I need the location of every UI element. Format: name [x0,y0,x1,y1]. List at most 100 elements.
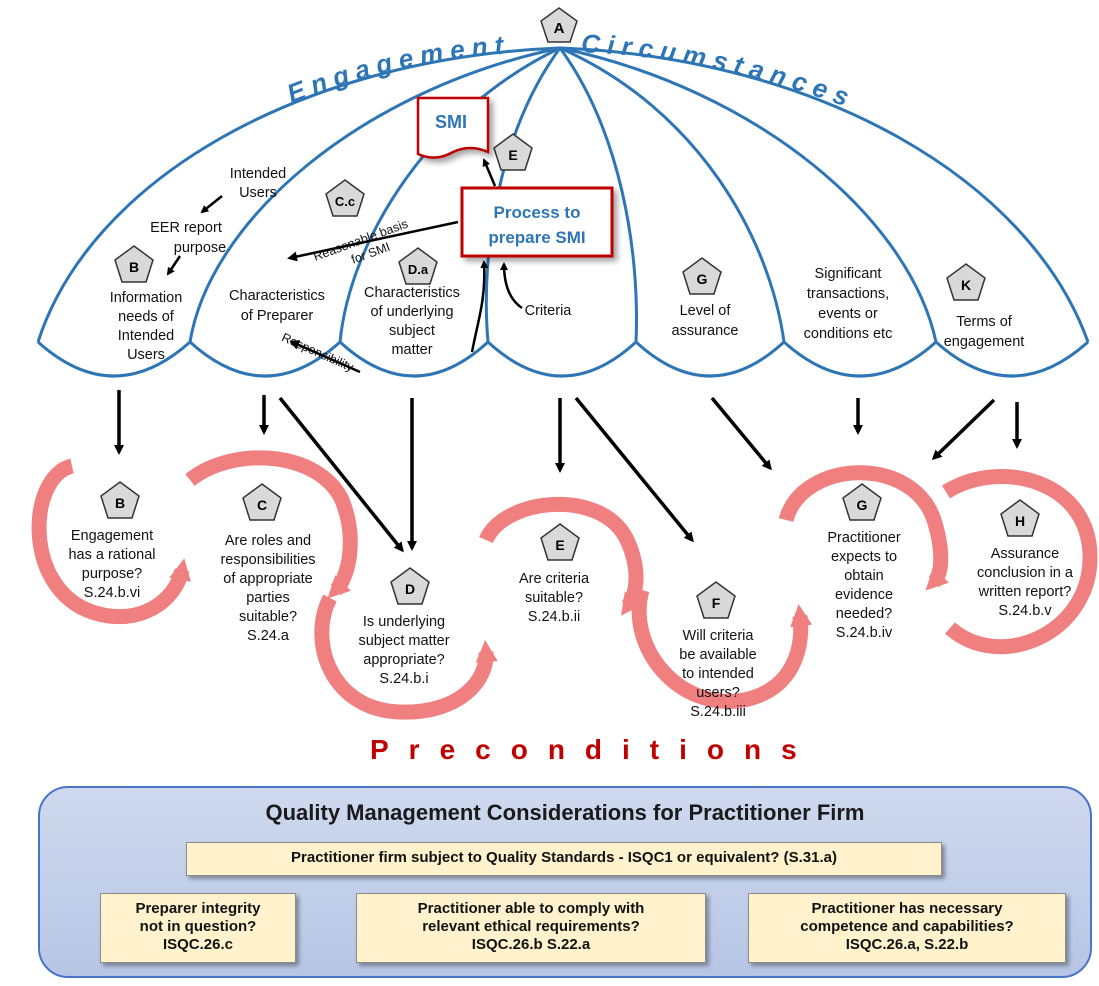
svg-text:obtain: obtain [844,568,884,584]
svg-text:Users: Users [239,185,277,201]
badge-h: H [1000,499,1040,537]
badge-g: G [842,483,882,521]
svg-text:Intended: Intended [118,328,174,344]
svg-text:H: H [1015,513,1025,529]
precondition-arrows [114,390,1022,553]
svg-text:D.a: D.a [408,262,429,277]
badge-cc: C.c [325,179,365,217]
svg-text:users?: users? [696,685,740,701]
svg-text:suitable?: suitable? [239,609,297,625]
badge-d: D [390,567,430,605]
badge-c: C [242,483,282,521]
svg-text:G: G [697,271,708,287]
precondition-h: Assurance [991,546,1060,562]
smi-document: SMI [416,96,490,159]
svg-text:S.24.b.iii: S.24.b.iii [690,704,746,720]
svg-text:matter: matter [391,342,432,358]
svg-text:transactions,: transactions, [807,286,889,302]
svg-text:of underlying: of underlying [370,304,453,320]
precondition-d: Is underlying [363,614,445,630]
svg-text:expects to: expects to [831,549,897,565]
svg-text:suitable?: suitable? [525,590,583,606]
precondition-rings [31,450,1098,720]
label-intended-users: Intended [230,166,286,182]
svg-text:S.24.a: S.24.a [247,628,290,644]
svg-text:S.24.b.i: S.24.b.i [379,671,428,687]
svg-text:responsibilities: responsibilities [220,552,315,568]
label-char-preparer: Characteristics [229,288,325,304]
quality-box-competence: Practitioner has necessary competence an… [748,893,1066,963]
precondition-f: Will criteria [683,628,755,644]
svg-text:G: G [857,497,868,513]
svg-text:S.24.b.vi: S.24.b.vi [84,585,140,601]
svg-text:subject matter: subject matter [358,633,449,649]
svg-text:B: B [129,259,139,275]
svg-text:evidence: evidence [835,587,893,603]
svg-text:has a rational: has a rational [68,547,155,563]
svg-text:K: K [961,277,971,293]
svg-text:SMI: SMI [435,112,467,132]
badge-a: A [540,7,578,43]
badge-f: F [696,581,736,619]
precondition-b: Engagement [71,528,153,544]
svg-text:S.24.b.v: S.24.b.v [998,603,1052,619]
svg-text:of Preparer: of Preparer [241,308,314,324]
svg-text:B: B [115,495,125,511]
umbrella-labels: Intended Users EER report purpose Inform… [110,166,1025,363]
svg-text:purpose?: purpose? [82,566,142,582]
svg-text:S.24.b.iv: S.24.b.iv [836,625,893,641]
label-terms: Terms of [956,314,1013,330]
label-char-subject: Characteristics [364,285,460,301]
svg-text:events or: events or [818,306,878,322]
quality-main-box: Practitioner firm subject to Quality Sta… [186,842,942,876]
quality-box-preparer: Preparer integrity not in question? ISQC… [100,893,296,963]
quality-title: Quality Management Considerations for Pr… [265,800,865,825]
svg-text:C.c: C.c [335,194,355,209]
svg-text:prepare SMI: prepare SMI [488,228,585,247]
svg-text:needed?: needed? [836,606,892,622]
svg-text:subject: subject [389,323,435,339]
process-box: Process to prepare SMI [460,186,614,258]
umbrella-canopy [36,46,1090,378]
svg-text:S.24.b.ii: S.24.b.ii [528,609,580,625]
svg-text:Process to: Process to [494,203,581,222]
label-info-needs: Information [110,290,183,306]
label-eer-purpose: EER report [150,220,222,236]
svg-text:F: F [712,595,721,611]
badge-g-top: G [682,257,722,295]
badge-da: D.a [398,247,438,285]
svg-text:of appropriate: of appropriate [223,571,312,587]
svg-text:E: E [508,147,517,163]
svg-text:engagement: engagement [944,334,1025,350]
label-significant: Significant [815,266,882,282]
svg-text:conditions etc: conditions etc [804,326,893,342]
preconditions-heading: Preconditions [370,734,817,765]
precondition-e: Are criteria [519,571,590,587]
svg-text:C: C [257,497,267,513]
quality-box-ethics: Practitioner able to comply with relevan… [356,893,706,963]
precondition-g: Practitioner [827,530,901,546]
svg-text:assurance: assurance [672,323,739,339]
svg-text:D: D [405,581,415,597]
badge-k: K [946,263,986,301]
svg-text:needs of: needs of [118,309,175,325]
svg-text:conclusion in a: conclusion in a [977,565,1074,581]
svg-text:to intended: to intended [682,666,754,682]
badge-b-top: B [114,245,154,283]
svg-text:A: A [554,20,565,37]
precondition-texts: Engagement has a rational purpose? S.24.… [68,528,1073,720]
label-criteria: Criteria [525,303,573,319]
badge-e: E [540,523,580,561]
badge-e-top: E [493,133,533,171]
svg-text:appropriate?: appropriate? [363,652,444,668]
label-level-assurance: Level of [680,303,732,319]
precondition-c: Are roles and [225,533,311,549]
svg-text:Users: Users [127,347,165,363]
svg-text:E: E [555,537,564,553]
svg-text:parties: parties [246,590,290,606]
svg-text:written report?: written report? [978,584,1072,600]
badge-b: B [100,481,140,519]
svg-text:be available: be available [679,647,756,663]
